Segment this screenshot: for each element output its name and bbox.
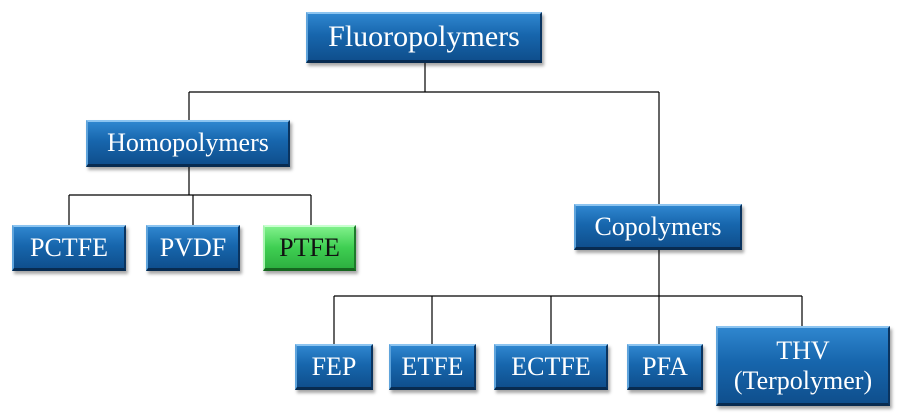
- node-thv: THV (Terpolymer): [716, 326, 890, 406]
- node-pvdf-label: PVDF: [159, 232, 227, 262]
- node-etfe: ETFE: [389, 344, 476, 390]
- node-pvdf: PVDF: [146, 225, 240, 271]
- node-fep-label: FEP: [311, 351, 357, 381]
- node-fluoropolymers: Fluoropolymers: [306, 12, 542, 63]
- node-pctfe: PCTFE: [12, 225, 126, 271]
- node-pfa: PFA: [627, 344, 703, 390]
- node-ectfe: ECTFE: [494, 344, 608, 390]
- node-ptfe: PTFE: [263, 225, 356, 271]
- node-ptfe-label: PTFE: [279, 232, 340, 262]
- node-fep: FEP: [295, 344, 373, 390]
- node-homopolymers: Homopolymers: [86, 120, 290, 167]
- node-copolymers-label: Copolymers: [594, 211, 722, 241]
- node-etfe-label: ETFE: [401, 351, 464, 381]
- node-fluoropolymers-label: Fluoropolymers: [328, 19, 520, 53]
- node-ectfe-label: ECTFE: [511, 351, 591, 381]
- node-thv-label: THV (Terpolymer): [733, 335, 873, 395]
- node-homopolymers-label: Homopolymers: [107, 128, 269, 158]
- node-pfa-label: PFA: [642, 351, 688, 381]
- node-copolymers: Copolymers: [574, 204, 742, 250]
- node-pctfe-label: PCTFE: [29, 232, 109, 262]
